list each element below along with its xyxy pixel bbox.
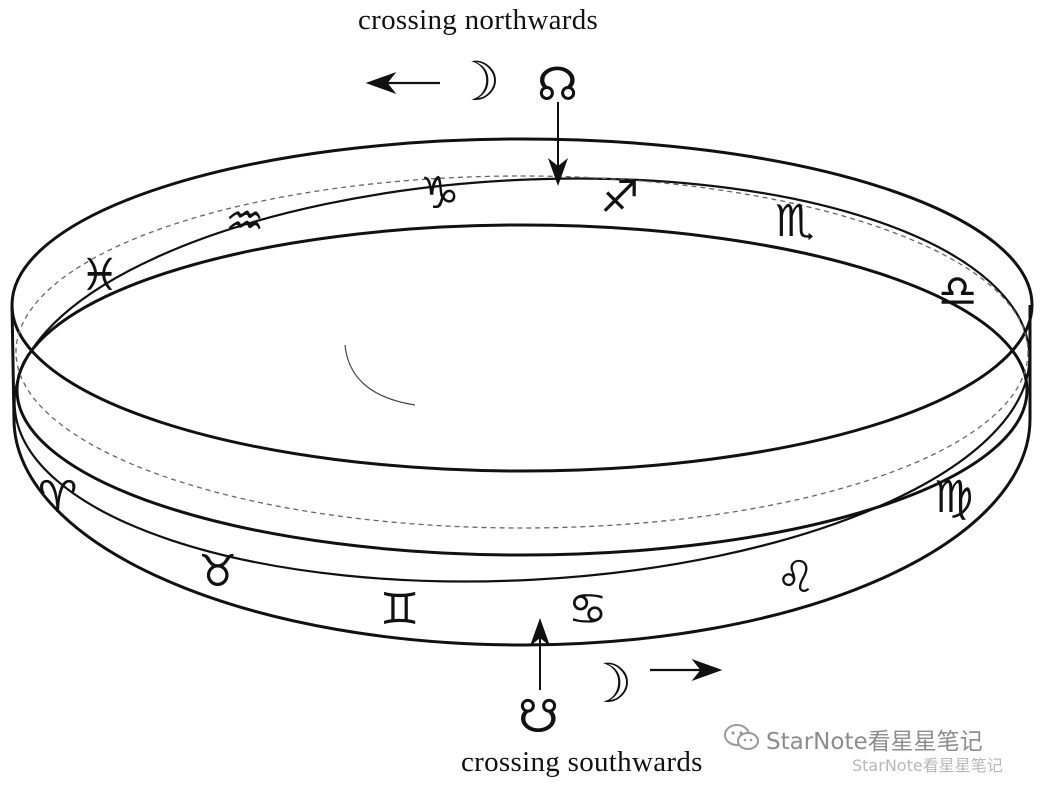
wechat-icon <box>724 724 759 750</box>
ecliptic-dashed-line <box>15 175 1029 529</box>
pisces-icon: ♓ <box>80 250 119 301</box>
faint-arc <box>344 344 416 406</box>
aquarius-icon: ♒ <box>225 196 264 247</box>
scorpio-icon: ♏ <box>775 196 814 247</box>
band-inner-edge <box>15 223 1029 557</box>
libra-icon: ♎ <box>938 266 977 317</box>
caption-crossing-northwards: crossing northwards <box>358 4 599 36</box>
virgo-icon: ♍ <box>934 472 973 523</box>
band-top-edge <box>10 137 1034 473</box>
watermark-main: StarNote看星星笔记 <box>766 729 983 755</box>
cancer-icon: ♋ <box>568 584 607 635</box>
leo-icon: ♌ <box>776 552 815 603</box>
band-bottom-edge <box>10 304 1032 647</box>
moon-orbit <box>13 177 1031 583</box>
gemini-icon: ♊ <box>380 584 419 635</box>
aries-icon: ♈ <box>38 472 77 523</box>
caption-crossing-southwards: crossing southwards <box>461 746 703 778</box>
sagittarius-icon: ♐ <box>600 172 639 223</box>
ascending-node-icon: ☊ <box>537 57 578 111</box>
capricorn-icon: ♑ <box>420 168 459 219</box>
watermark-sub: StarNote看星星笔记 <box>852 756 1003 775</box>
descending-node-icon: ☋ <box>518 689 559 743</box>
moon-south-icon: ☽ <box>584 652 632 715</box>
moon-north-icon: ☽ <box>452 50 500 113</box>
taurus-icon: ♉ <box>198 546 237 597</box>
